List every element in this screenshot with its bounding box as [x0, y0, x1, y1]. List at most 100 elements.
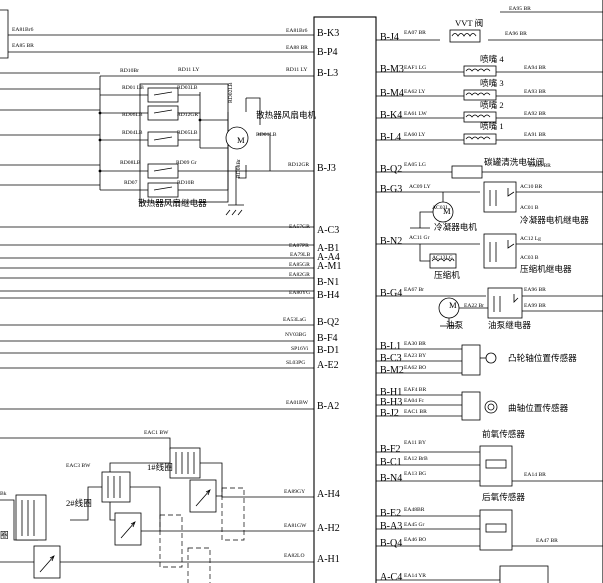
right-wire-label: EA45 Gr — [404, 522, 424, 528]
right-pin-label: B-J4 — [380, 32, 399, 43]
right-pin-label: B-M3 — [380, 64, 404, 75]
ecu-connector-center — [313, 16, 377, 583]
right-pin-label: B-L1 — [380, 341, 401, 352]
right-wire-label: EA11 BY — [404, 440, 426, 446]
component-label: 压缩机 — [434, 269, 460, 280]
center-pin-label: A-B1 — [317, 243, 339, 254]
right-wire-label: EA23 BY — [404, 353, 426, 359]
component-label: 曲轴位置传感器 — [508, 402, 569, 413]
center-pin-label: A-H2 — [317, 523, 340, 534]
center-wire-label: EA81GW — [284, 523, 307, 529]
center-pin-label: A-H4 — [317, 489, 340, 500]
right-pin-label: B-Q4 — [380, 538, 402, 549]
right-wire-label: EA99 BR — [524, 303, 546, 309]
radiator-fan-relay-network — [98, 75, 314, 216]
right-wire-label: EA14 BR — [524, 472, 546, 478]
right-wire-label: EA07 BR — [404, 30, 426, 36]
coil-1-core — [169, 447, 201, 479]
right-wire-label: EA12 BrB — [404, 456, 428, 462]
left-wire-label: RD08Br — [236, 159, 242, 178]
center-pin-label: B-A2 — [317, 401, 339, 412]
left-wire-label: Bk — [0, 491, 7, 497]
center-wire-label: EA85GR — [289, 262, 310, 268]
right-wire-label: EAF4 BR — [404, 387, 426, 393]
coil-1-driver — [189, 479, 217, 513]
left-wire-label: EAC1 BW — [144, 430, 169, 436]
center-wire-label: EA01BW — [286, 400, 309, 406]
left-wire-label: RD05LB — [177, 130, 198, 136]
right-pin-label: B-C1 — [380, 457, 402, 468]
right-wire-label: EA60 LY — [404, 132, 425, 138]
component-label: 圈 — [0, 530, 9, 540]
right-connector-pins: B-J4B-M3B-M4B-K4B-L4B-Q2B-G3B-N2B-G4B-L1… — [380, 32, 404, 583]
right-wire-label: EAF1 LG — [404, 65, 426, 71]
right-pin-label: B-N4 — [380, 473, 402, 484]
right-wire-label: EA62 BO — [404, 365, 426, 371]
radiator-fan-motor-icon — [225, 126, 249, 150]
right-pin-label: B-M2 — [380, 365, 404, 376]
right-pin-label: B-C3 — [380, 353, 402, 364]
component-label: 散热器风扇电机 — [256, 109, 317, 120]
component-label: M — [443, 206, 451, 216]
center-wire-label: SP16Vi — [291, 346, 309, 352]
right-wire-label: AC09 LY — [409, 184, 431, 190]
injector-2-coil — [463, 111, 497, 123]
right-pin-label: B-G3 — [380, 184, 402, 195]
center-pin-label: B-Q2 — [317, 317, 339, 328]
center-wire-label: EA81Br6 — [286, 28, 308, 34]
right-wire-label: EA47 BR — [536, 538, 558, 544]
component-label: M — [237, 135, 245, 145]
component-label: 冷凝器电机 — [434, 221, 477, 232]
right-wire-label: EA95 BR — [509, 6, 531, 12]
right-wire-label: EA94 BR — [524, 65, 546, 71]
crankshaft-sensor-body — [461, 391, 481, 421]
left-wire-label: RD03LB — [177, 85, 198, 91]
fan-relay-contact-1 — [147, 87, 179, 103]
right-wire-label: EA14 YR — [404, 573, 426, 579]
center-pin-label: A-A4 — [317, 252, 340, 263]
injector-1-coil — [463, 133, 497, 145]
left-wire-label: RD10B — [177, 180, 194, 186]
right-pin-label: B-F2 — [380, 444, 401, 455]
center-pin-label: B-P4 — [317, 47, 338, 58]
center-pin-label: B-D1 — [317, 345, 339, 356]
right-wire-label: EA22 Br — [464, 303, 484, 309]
component-label: 凸轮轴位置传感器 — [508, 352, 577, 363]
component-label: VVT 阀 — [455, 18, 483, 28]
component-label: 散热器风扇继电器 — [138, 197, 207, 208]
right-wire-label: EA96 BR — [505, 31, 527, 37]
center-wire-label: EA57GR — [289, 224, 310, 230]
left-wire-label: RD01LB — [256, 132, 277, 138]
injector-3-coil — [463, 89, 497, 101]
right-wire-label: EA04 Fc — [404, 398, 425, 404]
right-wire-label: EA98 BR — [529, 163, 551, 169]
right-pin-label: B-M4 — [380, 88, 404, 99]
injector-4-coil — [463, 65, 497, 77]
component-label: 油泵继电器 — [488, 319, 531, 330]
component-label: 后氧传感器 — [482, 491, 525, 502]
right-pin-label: A-C4 — [380, 572, 402, 583]
right-wire-labels: EA95 BR EA07 BR EA96 BR EAF1 LG EA94 BR EA62 … — [404, 6, 558, 579]
left-wire-label: RD08LB — [120, 160, 141, 166]
coil-2-spark-plug — [159, 514, 183, 568]
right-wire-label: EA46 BO — [404, 537, 426, 543]
right-pin-label: B-E2 — [380, 508, 401, 519]
center-wire-label: RD11 LY — [286, 67, 307, 73]
left-wire-label: RD11 LY — [178, 67, 199, 73]
center-wire-label: EA89GY — [284, 489, 305, 495]
center-pin-label: A-M1 — [317, 261, 341, 272]
coil-3-driver — [33, 545, 61, 579]
center-wire-label: EA82LO — [284, 553, 305, 559]
left-wire-label: RD10Br — [120, 68, 139, 74]
right-wire-label: EA92 BR — [524, 111, 546, 117]
right-pin-label: B-H3 — [380, 397, 402, 408]
center-pin-label: A-C3 — [317, 225, 339, 236]
fan-relay-contact-3 — [147, 131, 179, 147]
component-label: 碳罐清洗电磁阀 — [484, 156, 544, 167]
center-pin-label: B-L3 — [317, 68, 338, 79]
right-pin-label: B-L4 — [380, 132, 401, 143]
center-wire-label: SL03PG — [286, 360, 305, 366]
rear-o2-sensor — [479, 509, 513, 551]
center-pin-label: B-F4 — [317, 333, 338, 344]
center-wire-label: EA87PR — [289, 243, 309, 249]
